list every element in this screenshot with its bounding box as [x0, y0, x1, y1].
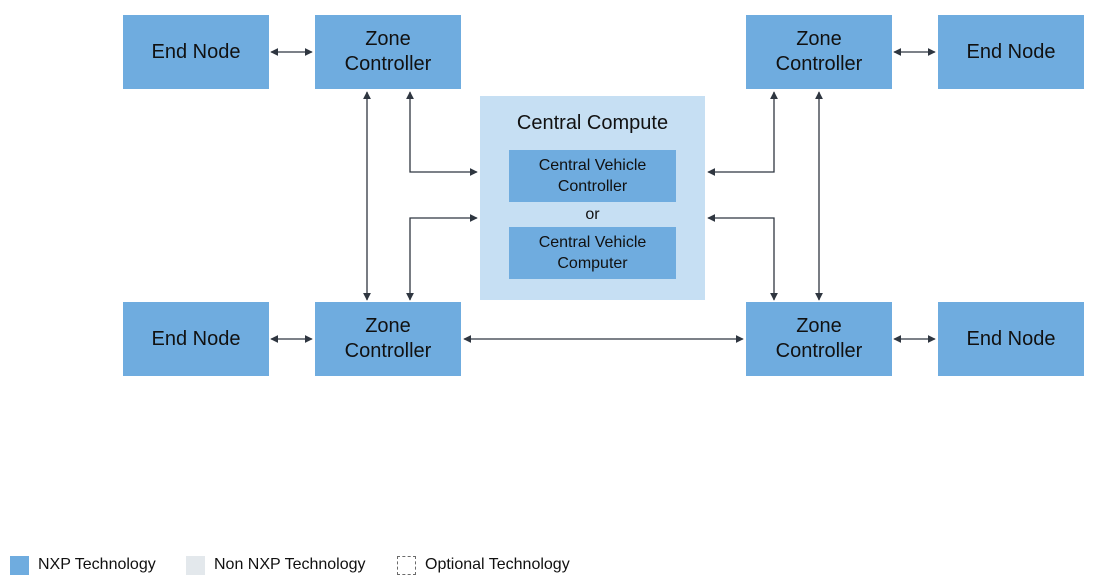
legend-optional-label: Optional Technology	[425, 556, 570, 573]
central-vehicle-controller: Central Vehicle Controller	[509, 150, 676, 202]
arrow-zone-tl-central	[406, 91, 478, 176]
zone-controller-label: Zone Controller	[344, 315, 432, 362]
central-vehicle-controller-label: Central Vehicle Controller	[538, 157, 647, 195]
zone-controller-label: Zone Controller	[775, 28, 863, 75]
end-node-label: End Node	[151, 40, 241, 63]
arrow-zone-tr-central	[707, 91, 778, 176]
zone-controller-bottom-right: Zone Controller	[746, 302, 892, 376]
end-node-top-left: End Node	[123, 15, 269, 89]
legend-nxp-label: NXP Technology	[38, 556, 156, 573]
zone-controller-label: Zone Controller	[775, 315, 863, 362]
central-vehicle-computer: Central Vehicle Computer	[509, 227, 676, 279]
zone-controller-label: Zone Controller	[344, 28, 432, 75]
optional-swatch	[397, 555, 416, 575]
end-node-bottom-right: End Node	[938, 302, 1084, 376]
zone-controller-bottom-left: Zone Controller	[315, 302, 461, 376]
legend-non-nxp: Non NXP Technology	[186, 554, 366, 576]
end-node-label: End Node	[151, 327, 241, 350]
nxp-swatch	[10, 555, 29, 575]
central-compute-title: Central Compute	[516, 112, 669, 134]
or-label: or	[585, 206, 600, 223]
end-node-label: End Node	[966, 40, 1056, 63]
zone-controller-top-left: Zone Controller	[315, 15, 461, 89]
arrow-zone-br-central	[707, 214, 778, 301]
legend-optional: Optional Technology	[397, 554, 570, 576]
zone-controller-top-right: Zone Controller	[746, 15, 892, 89]
legend-nxp: NXP Technology	[10, 554, 156, 576]
non-nxp-swatch	[186, 555, 205, 575]
central-compute-block: Central Compute Central Vehicle Controll…	[480, 96, 705, 300]
end-node-label: End Node	[966, 327, 1056, 350]
arrow-zone-bl-central	[406, 214, 478, 301]
legend-non-nxp-label: Non NXP Technology	[214, 556, 366, 573]
end-node-bottom-left: End Node	[123, 302, 269, 376]
end-node-top-right: End Node	[938, 15, 1084, 89]
central-vehicle-computer-label: Central Vehicle Computer	[538, 234, 647, 272]
